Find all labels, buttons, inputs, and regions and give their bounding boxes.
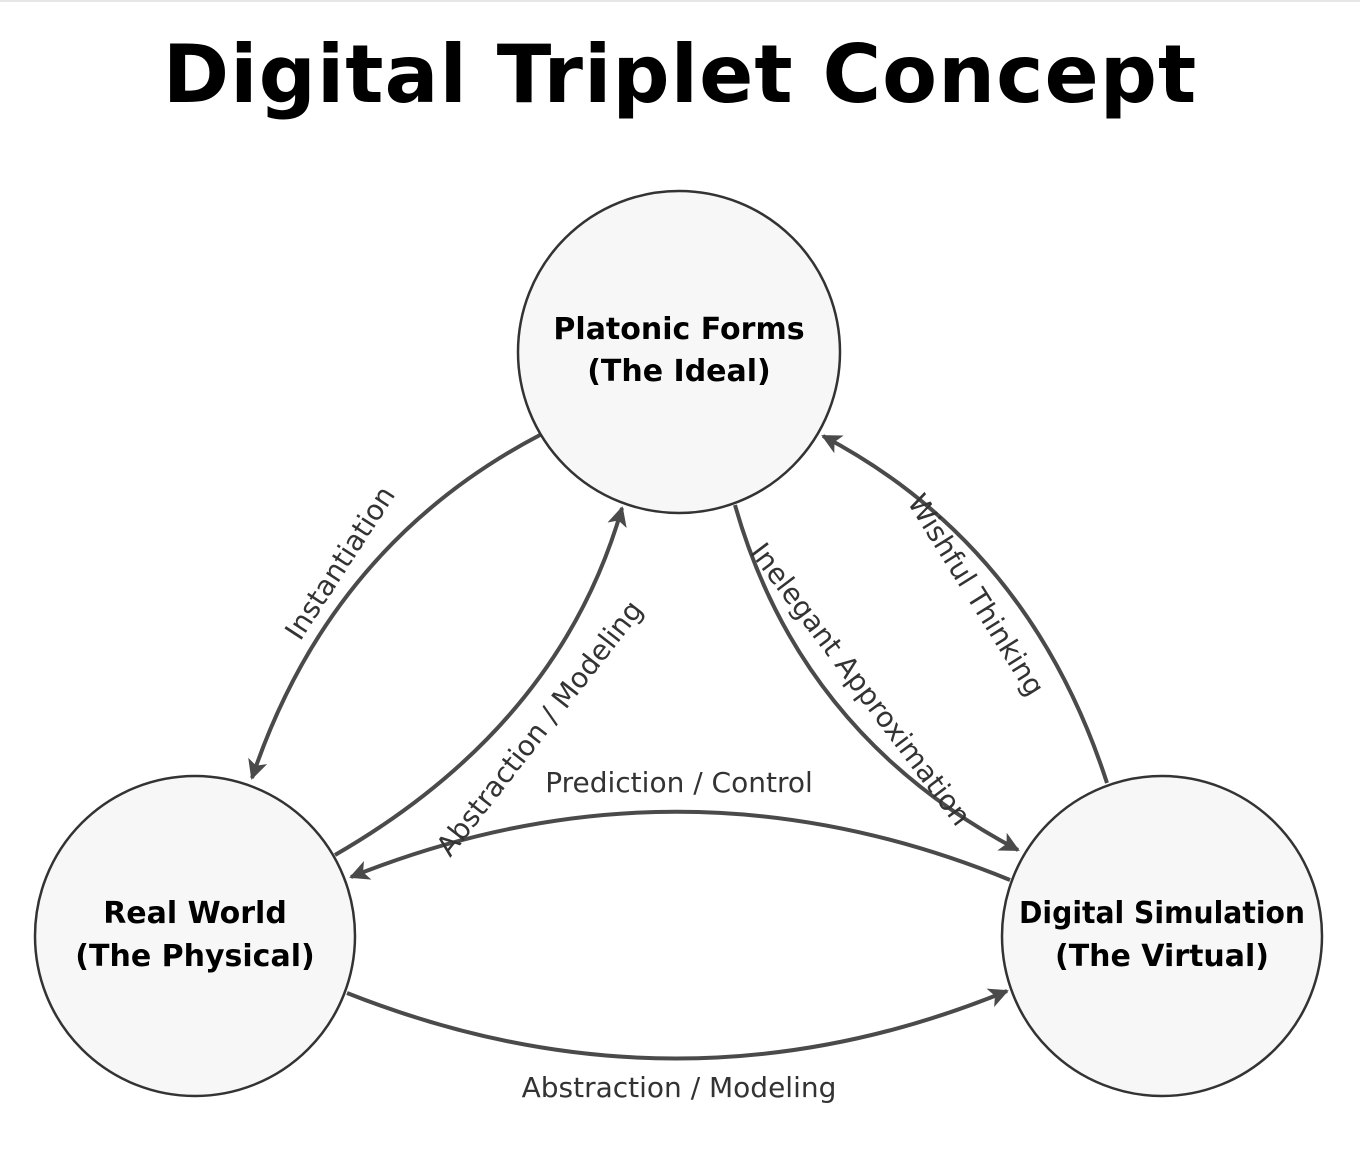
edge-abstraction-to-platonic [333,506,627,857]
node-circle [1000,774,1324,1098]
edge-label-wishful-thinking: Wishful Thinking [901,488,1052,702]
node-digital-simulation: Digital Simulation (The Virtual) [1000,774,1324,1098]
node-circle [33,774,357,1098]
edge-inelegant-approximation [733,504,1020,852]
edge-prediction-control [349,809,1011,882]
edge-wishful-thinking [821,434,1109,784]
node-platonic-forms: Platonic Forms (The Ideal) [516,189,842,515]
node-subtitle: (The Physical) [75,939,314,974]
node-title: Platonic Forms [553,312,804,347]
node-subtitle: (The Virtual) [1055,939,1269,974]
node-title: Digital Simulation [1019,896,1305,931]
node-title: Real World [103,896,287,931]
edge-label-prediction-control: Prediction / Control [545,766,813,799]
edge-label-abstraction-bottom: Abstraction / Modeling [522,1071,837,1104]
top-border [0,0,1360,2]
node-circle [516,189,842,515]
diagram-title: Digital Triplet Concept [162,28,1198,121]
edge-label-instantiation: Instantiation [278,480,402,646]
edge-instantiation [248,433,541,780]
node-subtitle: (The Ideal) [587,354,771,389]
node-real-world: Real World (The Physical) [33,774,357,1098]
edge-abstraction-to-digital [346,988,1009,1061]
